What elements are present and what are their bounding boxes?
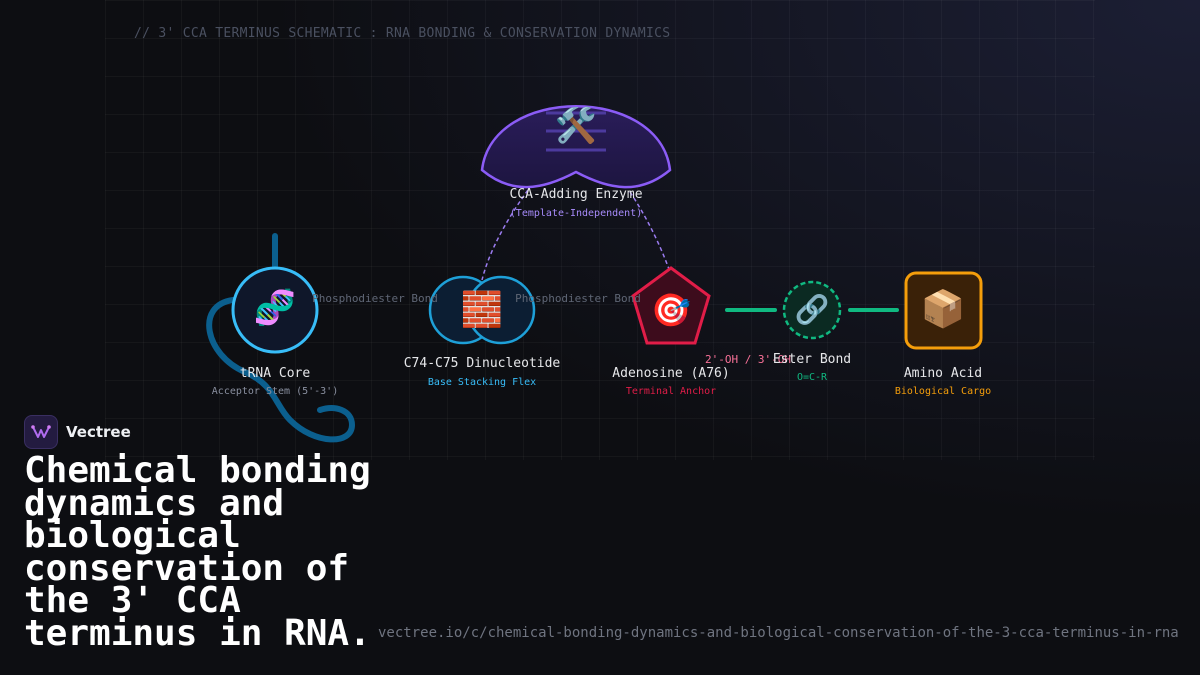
edge-label-phosphodiester-1: Phosphodiester Bond: [312, 292, 438, 305]
enzyme-link-right: [629, 191, 671, 273]
edge-label-hydroxyl: 2'-OH / 3'-OH: [704, 353, 792, 366]
enzyme-sub: (Template-Independent): [509, 208, 643, 219]
trna-sub: Acceptor Stem (5'-3'): [211, 386, 339, 397]
enzyme-link-left: [481, 189, 529, 281]
background-grid: [105, 0, 1095, 460]
dna-icon: 🧬: [253, 288, 297, 328]
enzyme-shape: [480, 105, 672, 189]
c75-circle: [466, 275, 536, 345]
tools-icon: 🛠️: [554, 106, 598, 146]
adenosine-label: Adenosine (A76): [612, 366, 730, 381]
source-url[interactable]: vectree.io/c/chemical-bonding-dynamics-a…: [378, 625, 1179, 641]
amino-sub: Biological Cargo: [894, 386, 992, 397]
amino-label: Amino Acid: [903, 366, 983, 381]
target-icon: 🎯: [651, 291, 691, 329]
trna-label: tRNA Core: [239, 366, 311, 381]
dinucleotide-label: C74-C75 Dinucleotide: [403, 356, 561, 371]
adenosine-node: [631, 266, 711, 345]
brick-icon: 🧱: [460, 290, 504, 330]
package-icon: 📦: [920, 289, 966, 330]
link-icon: 🔗: [794, 293, 830, 326]
enzyme-label: CCA-Adding Enzyme: [509, 187, 643, 202]
vectree-logo-icon: [24, 415, 58, 449]
brand: Vectree: [24, 415, 131, 449]
dinucleotide-sub: Base Stacking Flex: [427, 377, 537, 388]
schematic-title: // 3' CCA TERMINUS SCHEMATIC : RNA BONDI…: [134, 26, 671, 41]
amino-node: [904, 271, 983, 350]
ester-label: Ester Bond: [772, 352, 852, 367]
ester-node: [782, 280, 842, 340]
edge-label-phosphodiester-2: Phosphodiester Bond: [515, 292, 641, 305]
brand-name: Vectree: [66, 423, 131, 441]
page-headline: Chemical bonding dynamics and biological…: [24, 450, 371, 654]
adenosine-sub: Terminal Anchor: [625, 386, 717, 397]
trna-strand: [206, 233, 356, 443]
ester-sub: O=C-R: [796, 372, 828, 383]
trna-node: [231, 266, 319, 354]
